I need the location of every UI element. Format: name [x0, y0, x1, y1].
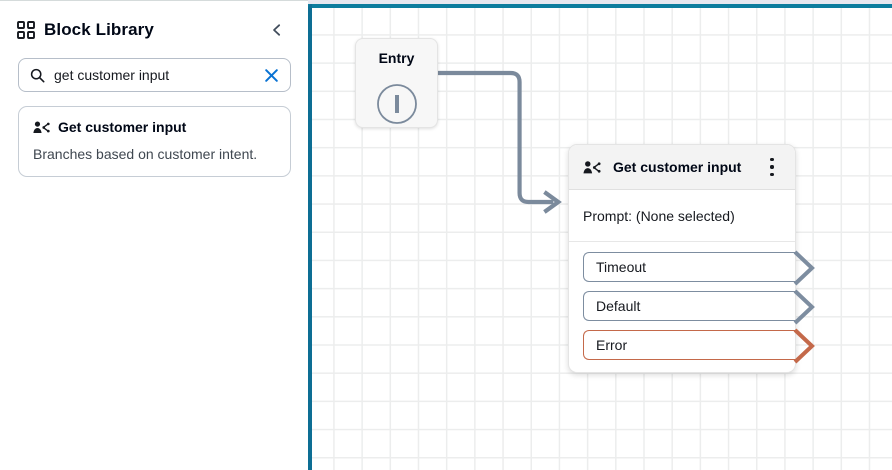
kebab-menu-icon[interactable] [763, 156, 781, 178]
kebab-dot [770, 165, 774, 169]
branch-arrow-icon[interactable] [793, 250, 825, 286]
canvas-left-border [308, 4, 312, 470]
kebab-dot [770, 172, 774, 176]
search-icon [30, 68, 45, 83]
branch-label: Error [596, 337, 628, 353]
entry-node-label: Entry [378, 50, 415, 66]
branch-arrow-icon[interactable] [793, 289, 825, 325]
flow-canvas[interactable]: Entry [312, 8, 892, 470]
flow-canvas-shell: Entry [308, 0, 892, 470]
entry-node[interactable]: Entry [355, 38, 438, 128]
page-title: Block Library [44, 20, 154, 39]
search-input[interactable] [54, 66, 257, 84]
chevron-left-icon[interactable] [266, 19, 288, 41]
close-x-icon[interactable] [263, 67, 280, 84]
block-node-title: Get customer input [613, 158, 742, 175]
kebab-dot [770, 158, 774, 162]
canvas-top-strip [308, 0, 892, 4]
result-title-row: Get customer input [33, 119, 276, 136]
branch-label: Default [596, 298, 641, 314]
grid-2x2-icon [17, 21, 35, 39]
search-box[interactable] [18, 58, 291, 92]
person-branch-icon [33, 120, 50, 135]
block-node-get-customer-input[interactable]: Get customer input Prompt: (None selecte… [568, 144, 815, 373]
circle-output-port-icon[interactable] [376, 83, 418, 125]
person-branch-icon [583, 160, 601, 175]
result-title: Get customer input [58, 119, 187, 135]
canvas-top-border [308, 4, 892, 8]
block-node-body: Prompt: (None selected) [569, 190, 795, 242]
result-description: Branches based on customer intent. [33, 146, 258, 162]
branch-label: Timeout [596, 259, 647, 275]
branch-row-timeout[interactable]: Timeout [583, 250, 815, 286]
block-library-result-item[interactable]: Get customer input Branches based on cus… [18, 106, 291, 177]
branch-row-error[interactable]: Error [583, 328, 815, 364]
block-node-header: Get customer input [569, 145, 795, 190]
block-node-branches: Timeout Default Error [569, 242, 815, 372]
prompt-value: Prompt: (None selected) [583, 208, 735, 224]
branch-row-default[interactable]: Default [583, 289, 815, 325]
block-library-sidebar: Block Library [0, 0, 308, 470]
branch-arrow-icon[interactable] [793, 328, 825, 364]
sidebar-header: Block Library [0, 1, 308, 46]
